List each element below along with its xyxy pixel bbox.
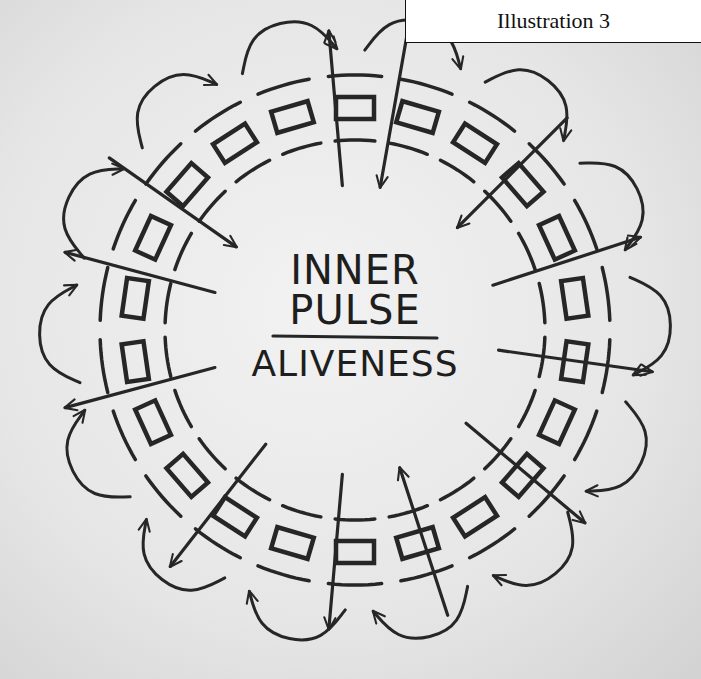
ring-cell — [539, 400, 575, 444]
ring-cell — [122, 278, 149, 319]
ring-dash — [401, 79, 452, 94]
ring-dash — [519, 233, 536, 269]
ring-dash — [539, 283, 545, 322]
ring-dash — [389, 506, 427, 517]
ring-figure — [40, 20, 671, 640]
center-heading: INNER PULSE — [265, 250, 445, 330]
cycle-arrow — [630, 277, 670, 375]
ring-dash — [199, 439, 225, 469]
radial-arrow — [109, 158, 236, 247]
radial-arrow — [499, 350, 652, 372]
radial-arrow — [65, 368, 215, 408]
ring-dash — [195, 529, 240, 558]
ring-dash — [335, 140, 375, 141]
ring-cell — [539, 216, 575, 260]
ring-dash — [199, 191, 225, 221]
ring-dash — [283, 506, 321, 517]
cycle-arrow — [485, 70, 567, 140]
ring-cell — [396, 101, 439, 133]
ring-dash — [195, 102, 240, 131]
ring-cell — [271, 527, 314, 559]
radial-arrow — [329, 31, 343, 185]
ring-cell — [453, 124, 497, 163]
cycle-arrow — [373, 586, 467, 638]
cycle-arrow — [67, 410, 130, 497]
cycle-arrow — [242, 22, 336, 74]
ring-dash — [519, 390, 536, 426]
ring-cell — [453, 497, 497, 536]
ring-dash — [440, 478, 473, 499]
ring-cell — [166, 163, 208, 206]
ring-dash — [236, 478, 269, 499]
ring-dash — [328, 75, 381, 76]
ring-cell — [336, 97, 374, 119]
ring-dash — [146, 476, 181, 516]
ring-dash — [100, 340, 108, 393]
radial-arrow — [380, 35, 407, 188]
ring-dash — [401, 566, 452, 581]
ring-dash — [328, 584, 381, 585]
ring-dash — [100, 268, 108, 321]
ring-cell — [135, 400, 171, 444]
ring-cell — [166, 454, 208, 497]
ring-dash — [175, 390, 192, 426]
ring-cell — [135, 216, 171, 260]
center-word: ALIVENESS — [205, 346, 505, 382]
cycle-arrow — [40, 285, 80, 383]
ring-cell — [561, 278, 588, 319]
cycle-arrow — [580, 163, 643, 250]
ring-dash — [258, 79, 309, 94]
ring-dash — [258, 566, 309, 581]
cycle-arrow — [137, 75, 216, 148]
ring-cell — [396, 527, 439, 559]
radial-arrow — [329, 474, 343, 628]
radial-arrow — [400, 468, 448, 615]
ring-dash — [440, 160, 473, 181]
cycle-arrow — [586, 402, 646, 491]
figure-label: Illustration 3 — [416, 8, 691, 34]
ring-dash — [236, 160, 269, 181]
radial-arrow — [493, 237, 640, 285]
radial-arrow — [65, 252, 215, 292]
radial-arrow — [170, 444, 265, 566]
cycle-arrow — [494, 512, 573, 585]
ring-dash — [175, 233, 192, 269]
radial-arrow — [458, 118, 568, 228]
underline — [273, 336, 437, 338]
ring-dash — [335, 519, 375, 520]
ring-dash — [575, 200, 597, 248]
cycle-arrow — [143, 520, 225, 590]
ring-dash — [113, 200, 135, 248]
ring-dash — [470, 102, 515, 131]
ring-dash — [165, 283, 171, 322]
figure-label-box: Illustration 3 — [405, 0, 701, 43]
ring-dash — [575, 411, 597, 459]
ring-cell — [271, 101, 314, 133]
ring-cell — [336, 541, 374, 563]
ring-dash — [389, 143, 427, 154]
ring-dash — [283, 143, 321, 154]
ring-dash — [113, 411, 135, 459]
ring-dash — [602, 268, 610, 321]
cycle-arrow — [249, 591, 345, 639]
ring-cell — [213, 124, 257, 163]
ring-cell — [122, 341, 149, 382]
radial-arrow — [466, 423, 585, 523]
ring-dash — [470, 529, 515, 558]
ring-cell — [502, 163, 544, 206]
ring-dash — [165, 337, 171, 376]
cycle-arrow — [64, 169, 124, 258]
ring-dash — [146, 144, 181, 184]
